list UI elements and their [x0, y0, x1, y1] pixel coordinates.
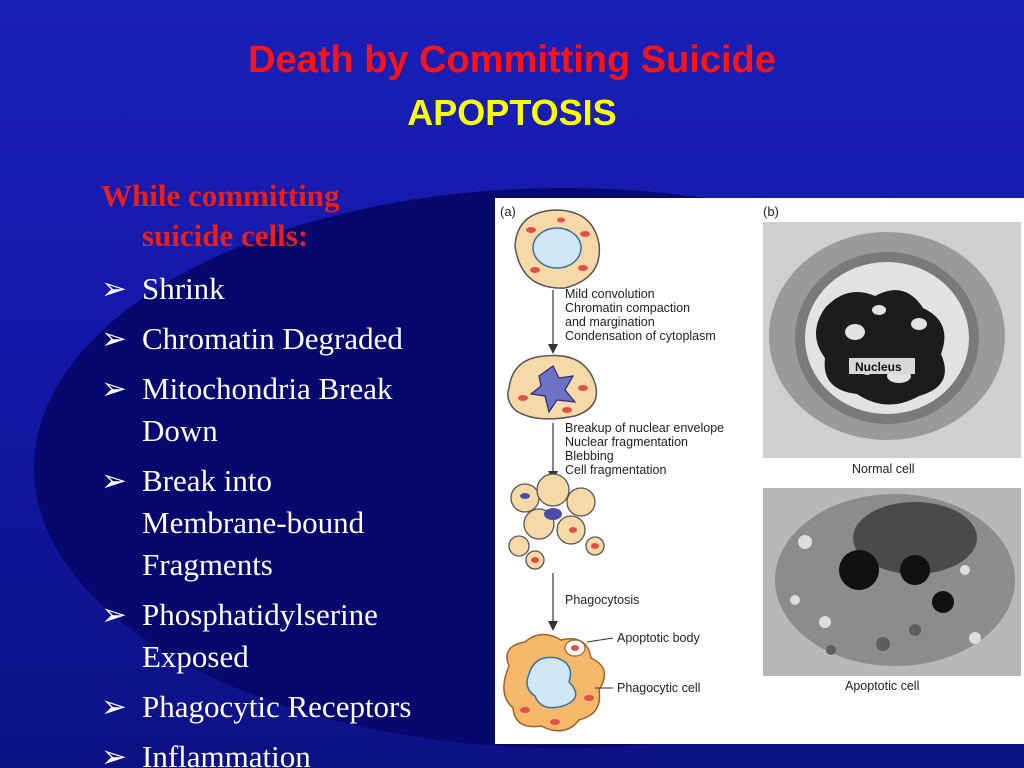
intro-text: While committing suicide cells:	[101, 176, 471, 256]
slide-subtitle: APOPTOSIS	[407, 92, 617, 133]
normal-cell-diagram	[514, 209, 601, 289]
bullet-text: Inflammation	[142, 739, 311, 768]
nucleus-label: Nucleus	[855, 360, 902, 374]
svg-text:Cell fragmentation: Cell fragmentation	[565, 463, 666, 477]
bullet-arrow-icon: ➢	[101, 739, 127, 768]
bullet-text: Down	[142, 413, 218, 448]
bullet-text: Shrink	[142, 271, 225, 306]
normal-cell-label: Normal cell	[852, 462, 915, 476]
intro-line-1: While committing	[101, 178, 340, 213]
phagocytic-cell-label: Phagocytic cell	[617, 681, 700, 695]
bullet-list: ➢ Shrink ➢ Chromatin Degraded ➢ Mitochondria …	[101, 268, 521, 768]
bullet-text: Fragments	[142, 547, 273, 582]
svg-text:Mild convolution: Mild convolution	[565, 287, 655, 301]
slide-title: Death by Committing Suicide	[248, 39, 776, 81]
apoptotic-cell-label: Apoptotic cell	[845, 679, 919, 693]
bullet-arrow-icon: ➢	[101, 689, 127, 724]
bullet-item: ➢ Inflammation	[101, 736, 521, 768]
panel-a-label: (a)	[500, 204, 516, 219]
svg-text:and margination: and margination	[565, 315, 655, 329]
apoptotic-body-label: Apoptotic body	[617, 631, 700, 645]
normal-cell-micrograph: Nucleus	[763, 222, 1021, 458]
figure-svg: (a) (b) Mild convolution Chromatin compa…	[500, 204, 1021, 732]
bullet-text: Break into	[142, 463, 272, 498]
svg-text:Nuclear fragmentation: Nuclear fragmentation	[565, 435, 688, 449]
bullet-item: ➢ Phagocytic Receptors	[101, 686, 521, 728]
svg-text:Breakup of nuclear envelope: Breakup of nuclear envelope	[565, 421, 724, 435]
bullet-text: Phagocytic Receptors	[142, 689, 412, 724]
svg-text:Condensation of cytoplasm: Condensation of cytoplasm	[565, 329, 716, 343]
apoptotic-cell-micrograph	[763, 488, 1021, 676]
bullet-arrow-icon: ➢	[101, 321, 127, 356]
bullet-text: Phosphatidylserine	[142, 597, 378, 632]
bullet-text: Exposed	[142, 639, 249, 674]
phagocytic-cell-diagram	[503, 633, 606, 732]
fragmented-cell-diagram	[508, 473, 605, 570]
svg-text:Blebbing: Blebbing	[565, 449, 614, 463]
bullet-item: ➢ Chromatin Degraded	[101, 318, 521, 360]
bullet-arrow-icon: ➢	[101, 271, 127, 306]
bullet-text: Mitochondria Break	[142, 371, 393, 406]
apoptosis-figure: (a) (b) Mild convolution Chromatin compa…	[495, 198, 1024, 744]
bullet-item: ➢ Shrink	[101, 268, 521, 310]
intro-line-2: suicide cells:	[142, 218, 309, 253]
bullet-arrow-icon: ➢	[101, 463, 127, 498]
step1-text: Mild convolution Chromatin compaction an…	[565, 287, 716, 343]
condensed-cell-diagram	[507, 354, 598, 420]
step3-text: Phagocytosis	[565, 593, 639, 607]
bullet-text: Membrane-bound	[142, 505, 365, 540]
svg-text:Chromatin compaction: Chromatin compaction	[565, 301, 690, 315]
bullet-arrow-icon: ➢	[101, 597, 127, 632]
bullet-arrow-icon: ➢	[101, 371, 127, 406]
panel-b-label: (b)	[763, 204, 779, 219]
step2-text: Breakup of nuclear envelope Nuclear frag…	[565, 421, 724, 477]
bullet-text: Chromatin Degraded	[142, 321, 403, 356]
